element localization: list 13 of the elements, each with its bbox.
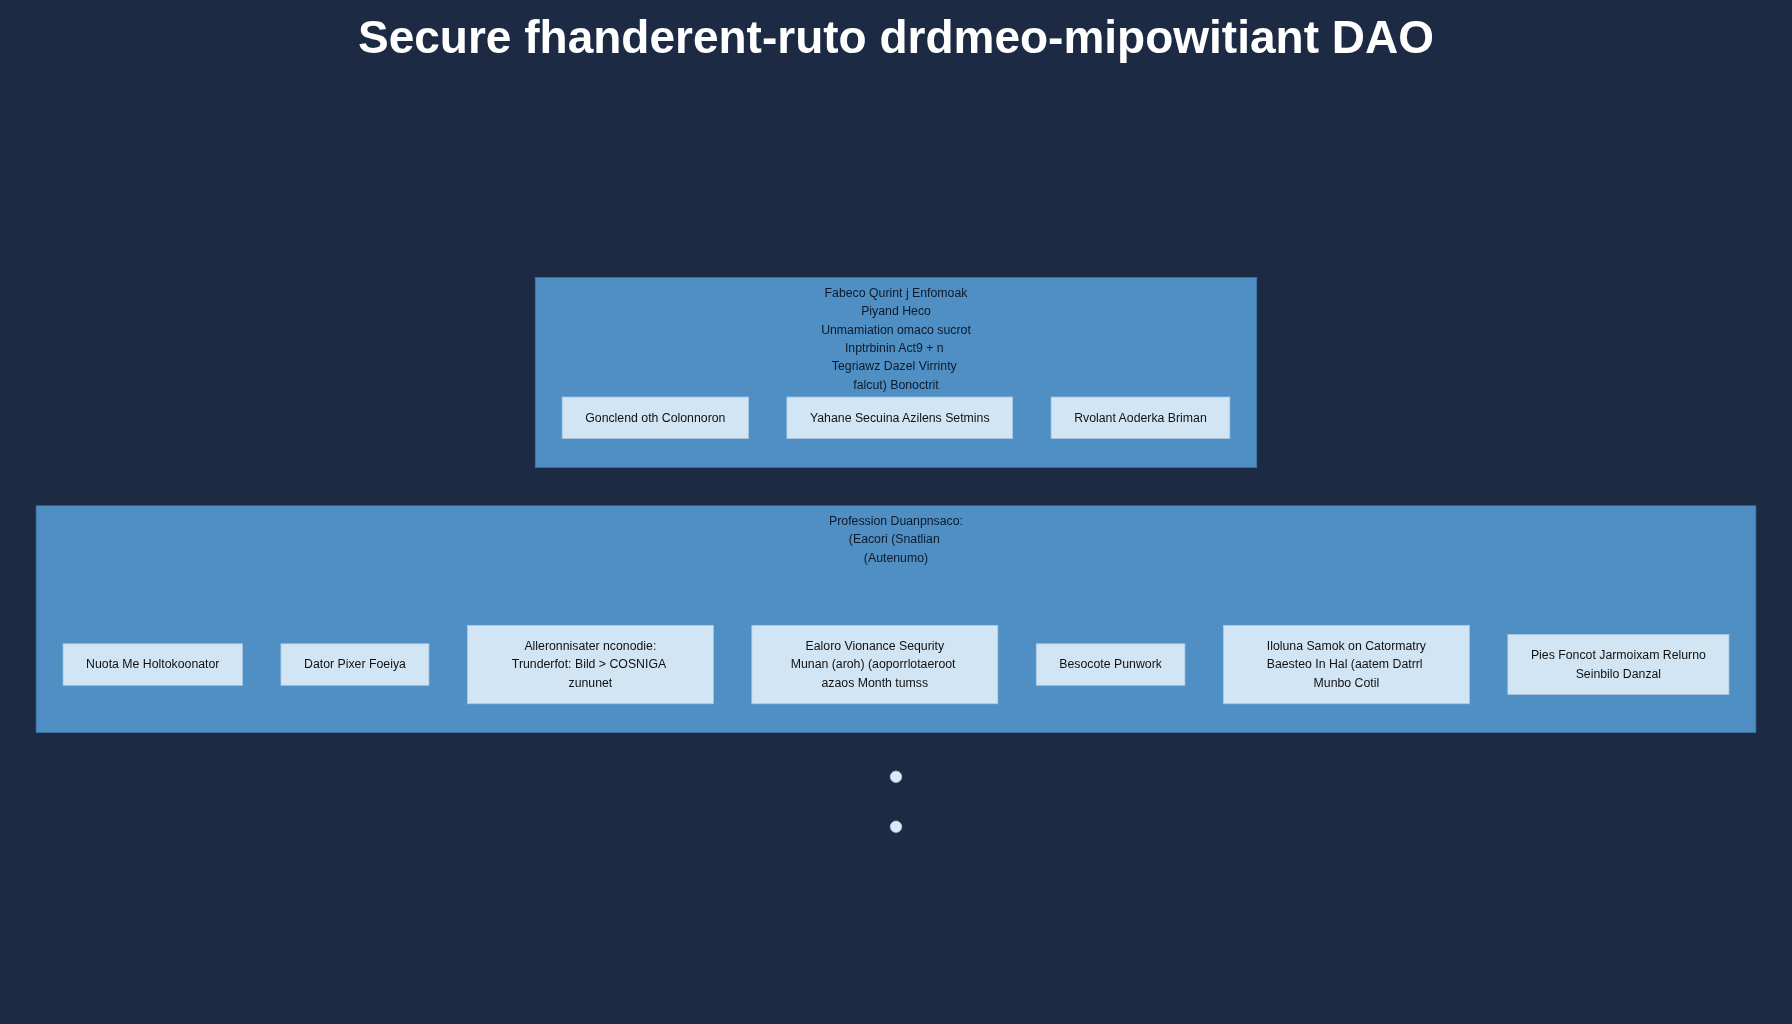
node-box: Pies Foncot Jarmoixam Relurno Seinbilo Danzal [1507,634,1730,695]
node-box: Dator Pixer Foeiya [280,643,430,686]
node-box: Iloluna Samok on Catormatry Baesteo In Hal (aatem Datrrl Munbo Cotil [1223,624,1470,705]
node-box: Gonclend oth Colonnoron [561,396,749,439]
node-box: Alleronnisater nconodie: Trunderfot: Bild > COSNIGA zununet [467,624,714,705]
node-circle [889,820,903,833]
node-box: Yahane Secuina Azilens Setmins [786,396,1014,439]
diagram-title: Secure fhanderent-ruto drdmeo-mipowitiant DAO [357,10,1435,64]
node-box: Rvolant Aoderka Briman [1050,396,1231,439]
node-box: Ealoro Vionance Sequrity Munan (aroh) (aoporrlotaeroot azaos Month tumss [751,624,999,705]
node-box: Besocote Punwork [1035,643,1186,686]
node-circle [889,770,903,783]
node-box: Nuota Me Holtokoonator [62,643,243,686]
